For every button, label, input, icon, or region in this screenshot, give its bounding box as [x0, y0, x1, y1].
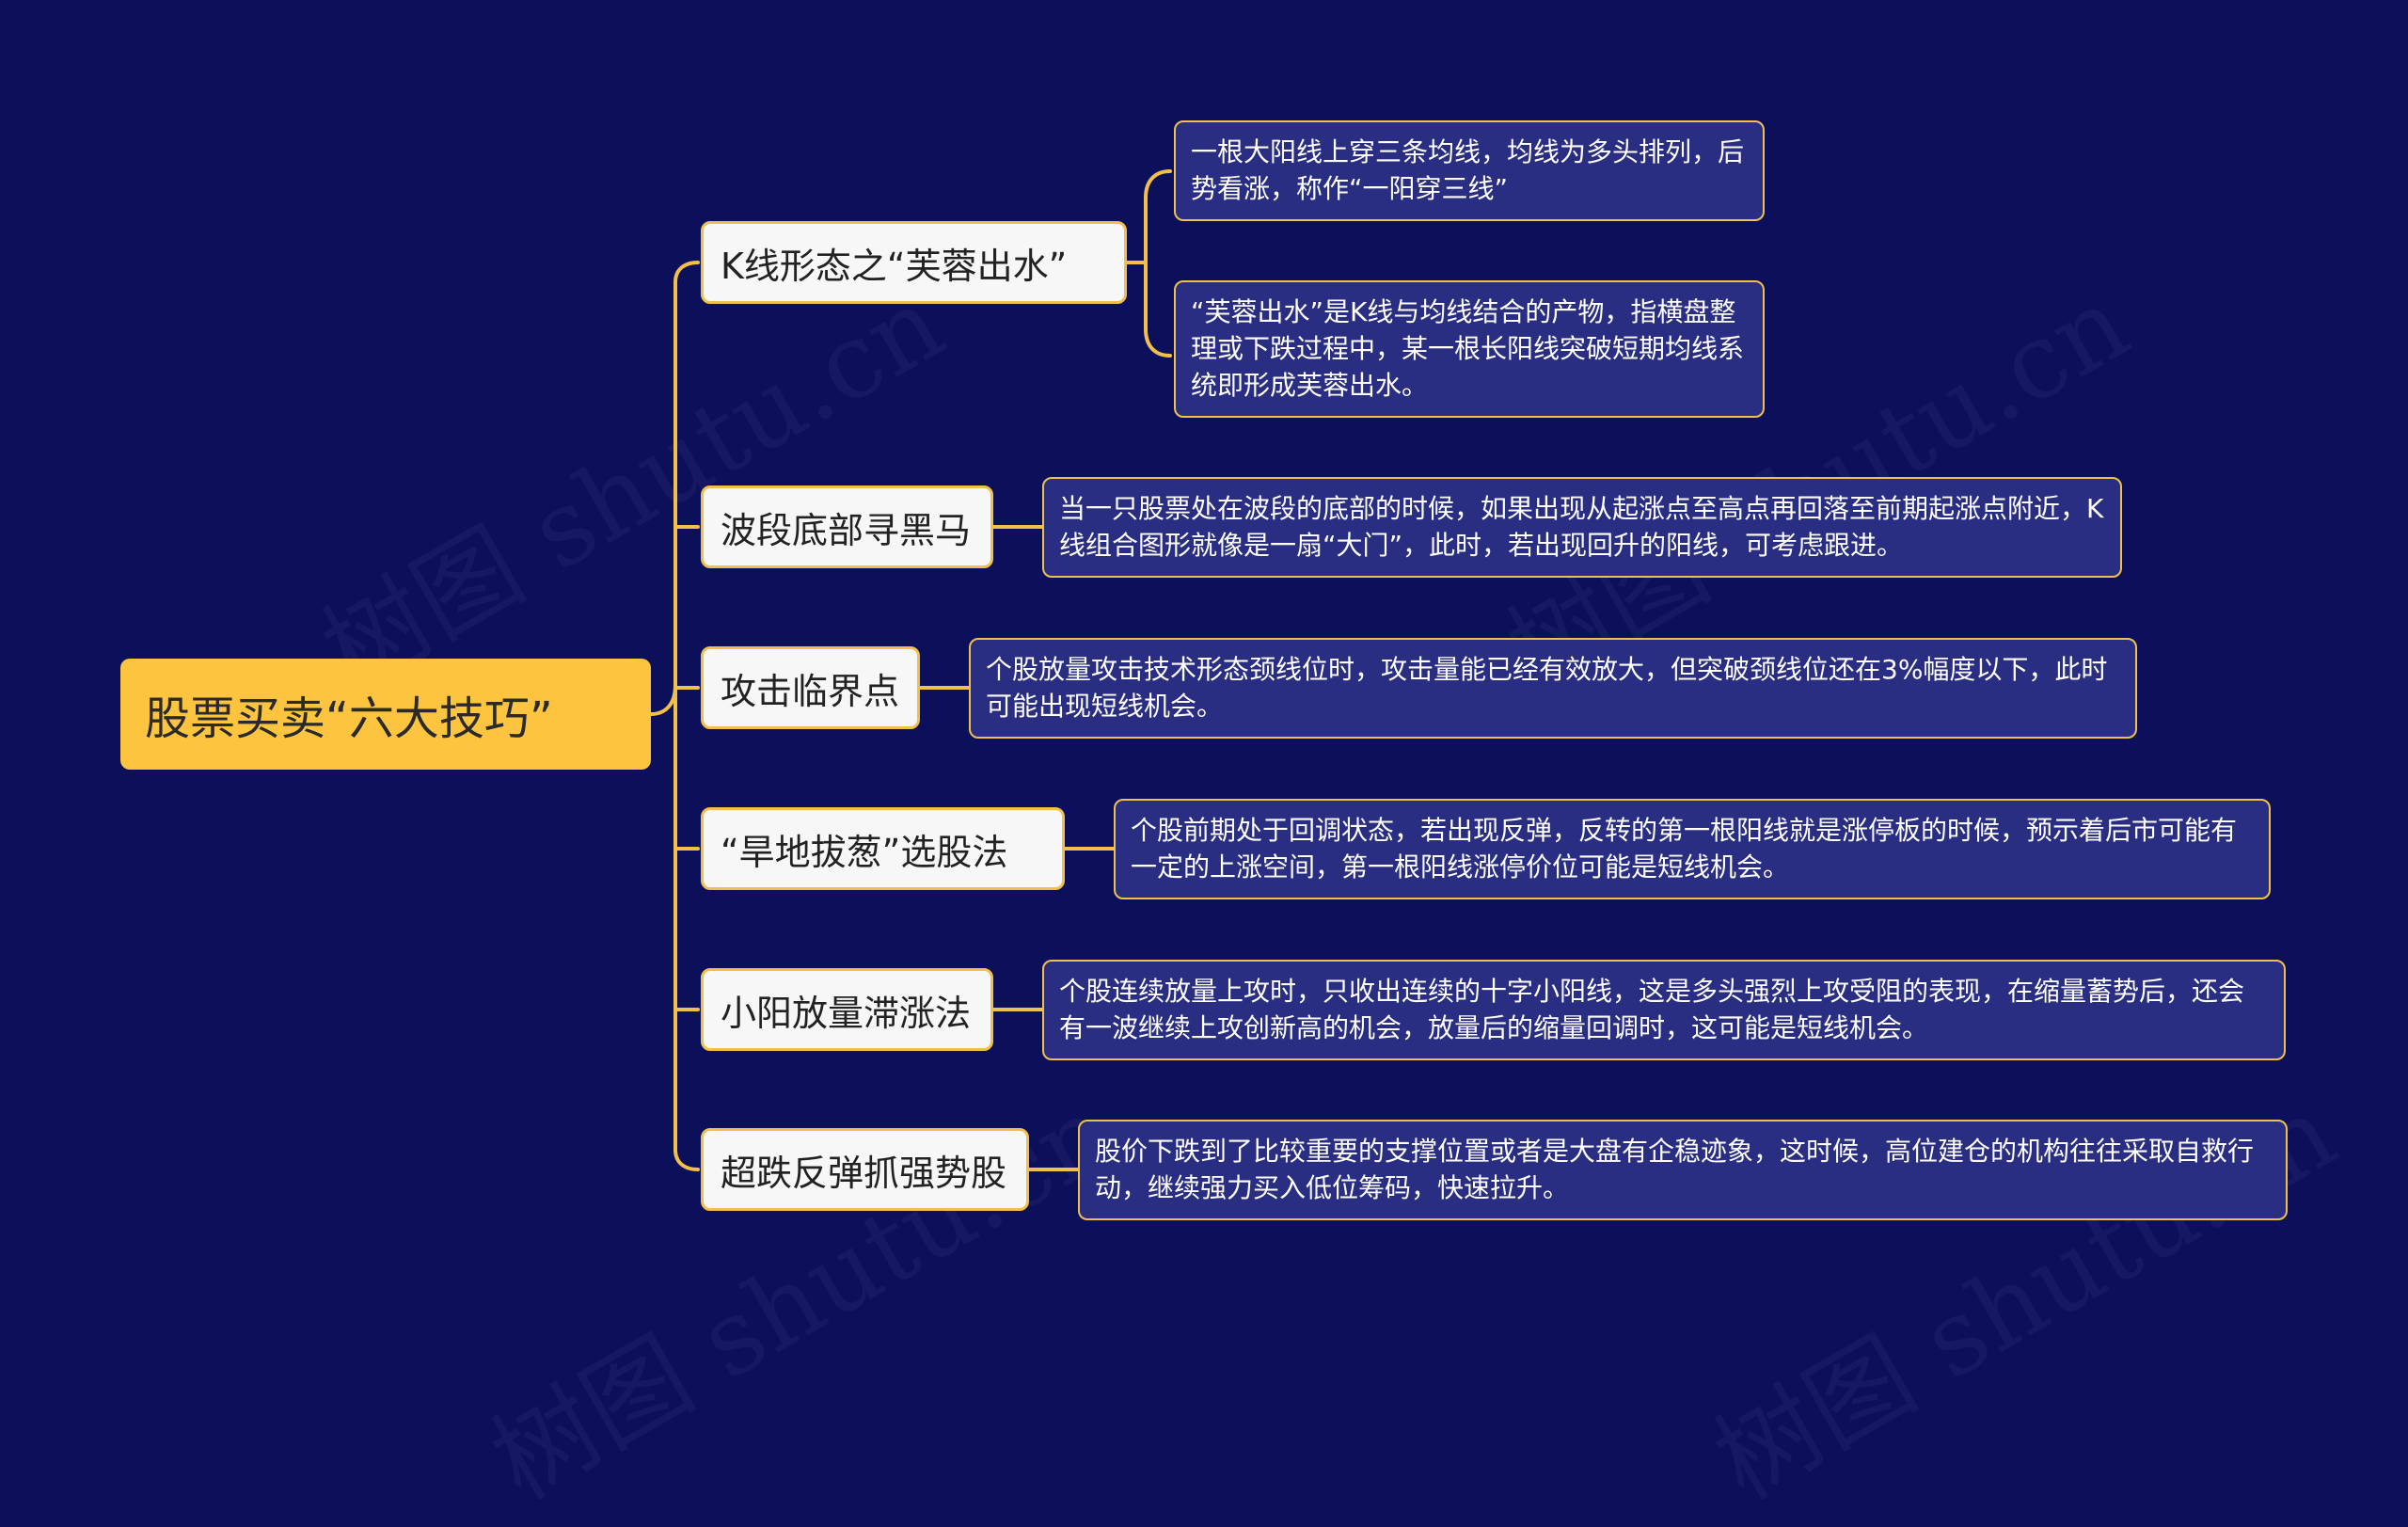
detail-node[interactable]: 当一只股票处在波段的底部的时候，如果出现从起涨点至高点再回落至前期起涨点附近，K… [1042, 477, 2122, 578]
connector-lines [649, 169, 1172, 1171]
detail-node[interactable]: 一根大阳线上穿三条均线，均线为多头排列，后势看涨，称作“一阳穿三线” [1174, 120, 1765, 221]
root-connector [649, 683, 677, 716]
trunk-bottom-curve [673, 1148, 700, 1171]
bracket-branch-1 [1125, 169, 1172, 358]
trunk-top-curve [673, 261, 700, 284]
root-node[interactable]: 股票买卖“六大技巧” [120, 659, 651, 770]
branch-node[interactable]: “旱地拔葱”选股法 [701, 807, 1065, 890]
branch-node[interactable]: K线形态之“芙蓉出水” [701, 221, 1127, 304]
branch-node[interactable]: 攻击临界点 [701, 646, 920, 729]
branch-node[interactable]: 小阳放量滞涨法 [701, 968, 993, 1051]
detail-node[interactable]: 股价下跌到了比较重要的支撑位置或者是大盘有企稳迹象，这时候，高位建仓的机构往往采… [1078, 1120, 2288, 1220]
mindmap-canvas: 树图 shutu.cn 树图 shutu.cn 树图 shutu.cn 树图 s… [120, 120, 2354, 1522]
detail-node[interactable]: “芙蓉出水”是K线与均线结合的产物，指横盘整理或下跌过程中，某一根长阳线突破短期… [1174, 280, 1765, 418]
detail-node[interactable]: 个股连续放量上攻时，只收出连续的十字小阳线，这是多头强烈上攻受阻的表现，在缩量蓄… [1042, 960, 2286, 1060]
branch-node[interactable]: 超跌反弹抓强势股 [701, 1128, 1029, 1211]
detail-node[interactable]: 个股前期处于回调状态，若出现反弹，反转的第一根阳线就是涨停板的时候，预示着后市可… [1114, 799, 2271, 899]
detail-node[interactable]: 个股放量攻击技术形态颈线位时，攻击量能已经有效放大，但突破颈线位还在3%幅度以下… [969, 638, 2137, 739]
branch-node[interactable]: 波段底部寻黑马 [701, 485, 993, 568]
